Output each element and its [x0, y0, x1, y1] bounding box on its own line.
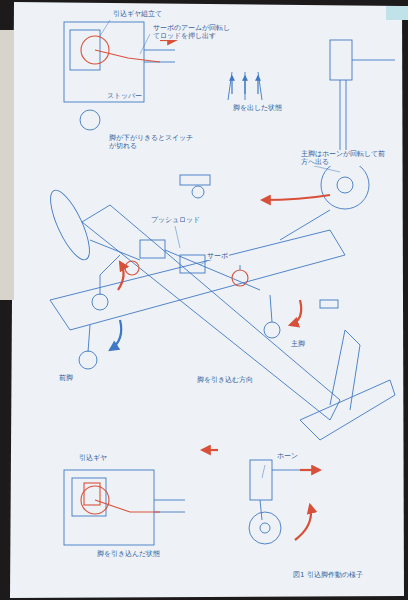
- callout-label: 主脚はホーンが回転して前方へ出る: [300, 150, 392, 166]
- callout-label: 引込ギヤ組立て: [112, 10, 163, 18]
- callout-label: 前脚: [58, 374, 74, 382]
- callout-label: 主脚: [290, 340, 306, 348]
- callout-label: ホーン: [276, 452, 299, 460]
- callout-label: 脚が下がりきるとスイッチが切れる: [108, 134, 200, 150]
- figure-caption: 図1 引込脚作動の様子: [292, 570, 364, 580]
- moving-parts: [81, 36, 248, 514]
- callout-label: 脚を出した状態: [232, 104, 283, 112]
- book-edge: [0, 30, 14, 300]
- callout-label: プッシュロッド: [150, 216, 201, 224]
- leader-lines: [100, 20, 340, 478]
- callout-label: 脚を引き込んだ状態: [96, 550, 161, 558]
- callout-label: サーボ: [206, 252, 229, 260]
- callout-label: 脚を引き込む方向: [196, 376, 254, 384]
- blueprint-lines: [43, 22, 395, 545]
- motion-arrows: [110, 40, 330, 540]
- paper: [10, 2, 404, 598]
- callout-label: 引込ギヤ: [78, 454, 108, 462]
- callout-label: サーボのアームが回転してロッドを押し出す: [152, 24, 234, 40]
- callout-label: ストッパー: [106, 92, 143, 100]
- page-tab: [386, 6, 408, 20]
